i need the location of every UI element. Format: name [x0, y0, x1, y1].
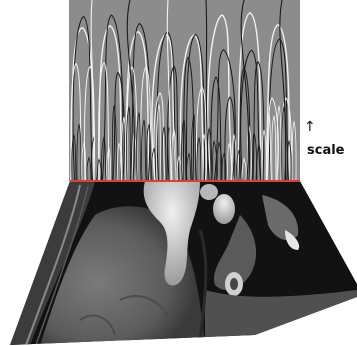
up-arrow-icon: ↑ — [304, 120, 316, 134]
scale-label: scale — [307, 144, 345, 158]
scan-panel — [10, 181, 357, 345]
scan-vessel-round — [213, 194, 235, 224]
